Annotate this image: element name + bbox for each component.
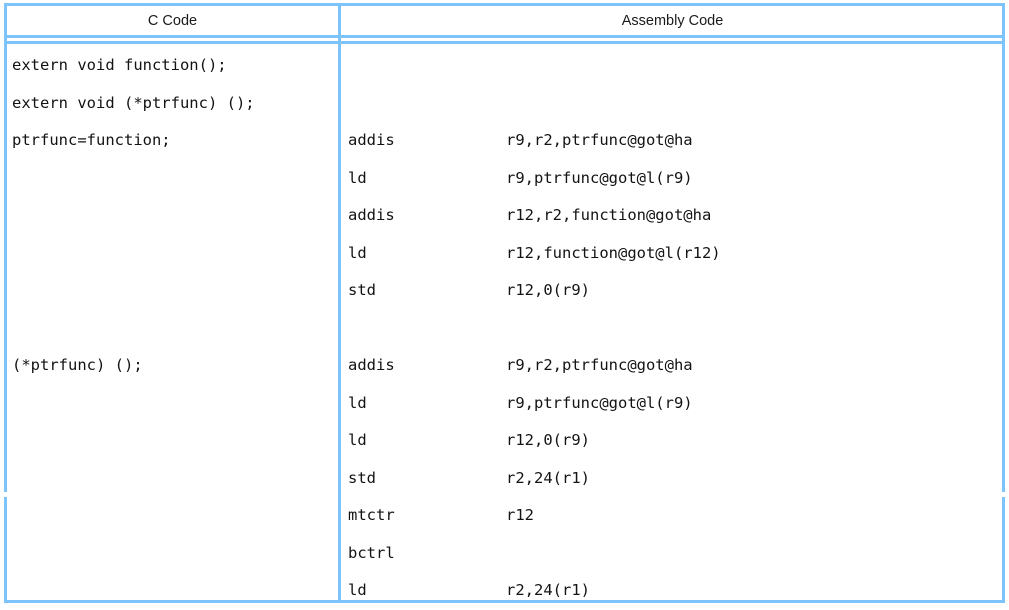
c-code-cell: extern void function(); extern void (*ptr… (12, 47, 338, 610)
assembly-code-line: std r2,24(r1) (348, 460, 998, 498)
c-code-line (12, 310, 338, 348)
assembly-operands: r9,ptrfunc@got@l(r9) (506, 393, 693, 412)
c-code-line (12, 535, 338, 573)
assembly-code-line (348, 85, 998, 123)
assembly-operands: r2,24(r1) (506, 468, 590, 487)
assembly-code-line: bctrl (348, 535, 998, 573)
assembly-code-cell: addis r9,r2,ptrfunc@got@ha ld r9,ptrfunc@go… (348, 47, 998, 610)
assembly-code-line: addis r9,r2,ptrfunc@got@ha (348, 122, 998, 160)
assembly-operands: r12,function@got@l(r12) (506, 243, 721, 262)
c-code-line: (*ptrfunc) (); (12, 356, 143, 374)
table-header-row: C Code Assembly Code (4, 3, 1005, 39)
assembly-mnemonic: ld (348, 393, 367, 412)
table-bottom-border (4, 600, 1005, 603)
table-left-border-lower (4, 497, 7, 603)
header-bottom-border-inner (4, 41, 1005, 44)
assembly-code-line (348, 310, 998, 348)
assembly-mnemonic: ld (348, 431, 367, 449)
c-code-line (12, 572, 338, 610)
assembly-code-line: addis r12,r2,function@got@ha (348, 197, 998, 235)
assembly-operands: r12,0(r9) (506, 431, 590, 449)
c-code-line (12, 272, 338, 310)
assembly-mnemonic: bctrl (348, 543, 395, 562)
assembly-mnemonic: addis (348, 131, 395, 149)
assembly-operands: r9,r2,ptrfunc@got@ha (506, 356, 693, 374)
c-code-line: extern void (*ptrfunc) (); (12, 93, 255, 112)
assembly-code-line: ld r2,24(r1) (348, 572, 998, 610)
assembly-code-line: ld r9,ptrfunc@got@l(r9) (348, 385, 998, 423)
assembly-mnemonic: std (348, 281, 376, 299)
table-left-border-upper (4, 3, 7, 492)
c-code-line (12, 235, 338, 273)
assembly-mnemonic: addis (348, 206, 395, 224)
c-code-line (12, 460, 338, 498)
assembly-mnemonic: ld (348, 168, 367, 187)
column-header-assembly-code: Assembly Code (621, 13, 724, 29)
table-top-border (4, 3, 1005, 6)
assembly-code-line: mtctr r12 (348, 497, 998, 535)
assembly-operands: r9,r2,ptrfunc@got@ha (506, 131, 693, 149)
assembly-mnemonic: mtctr (348, 506, 395, 524)
assembly-mnemonic: ld (348, 581, 367, 599)
assembly-mnemonic: addis (348, 356, 395, 374)
assembly-code-line (348, 47, 998, 85)
table-right-border-upper (1002, 3, 1005, 492)
c-code-line (12, 385, 338, 423)
assembly-operands: r12,0(r9) (506, 281, 590, 299)
assembly-code-line: ld r9,ptrfunc@got@l(r9) (348, 160, 998, 198)
assembly-code-line: std r12,0(r9) (348, 272, 998, 310)
header-bottom-border-outer (4, 35, 1005, 38)
column-divider (338, 3, 341, 603)
c-code-line (12, 422, 338, 460)
assembly-operands: r9,ptrfunc@got@l(r9) (506, 168, 693, 187)
assembly-code-line: addis r9,r2,ptrfunc@got@ha (348, 347, 998, 385)
code-comparison-table: C Code Assembly Code extern void functio… (4, 3, 1005, 603)
c-code-line: extern void function(); (12, 56, 227, 74)
assembly-operands: r12,r2,function@got@ha (506, 206, 712, 224)
c-code-line (12, 197, 338, 235)
assembly-mnemonic: ld (348, 243, 367, 262)
assembly-code-line: ld r12,0(r9) (348, 422, 998, 460)
c-code-line (12, 160, 338, 198)
assembly-code-line: ld r12,function@got@l(r12) (348, 235, 998, 273)
table-right-border-lower (1002, 497, 1005, 603)
c-code-line (12, 497, 338, 535)
column-header-c-code: C Code (147, 13, 198, 29)
assembly-operands: r2,24(r1) (506, 581, 590, 599)
assembly-operands: r12 (506, 506, 534, 524)
c-code-line: ptrfunc=function; (12, 131, 171, 149)
assembly-mnemonic: std (348, 468, 376, 487)
